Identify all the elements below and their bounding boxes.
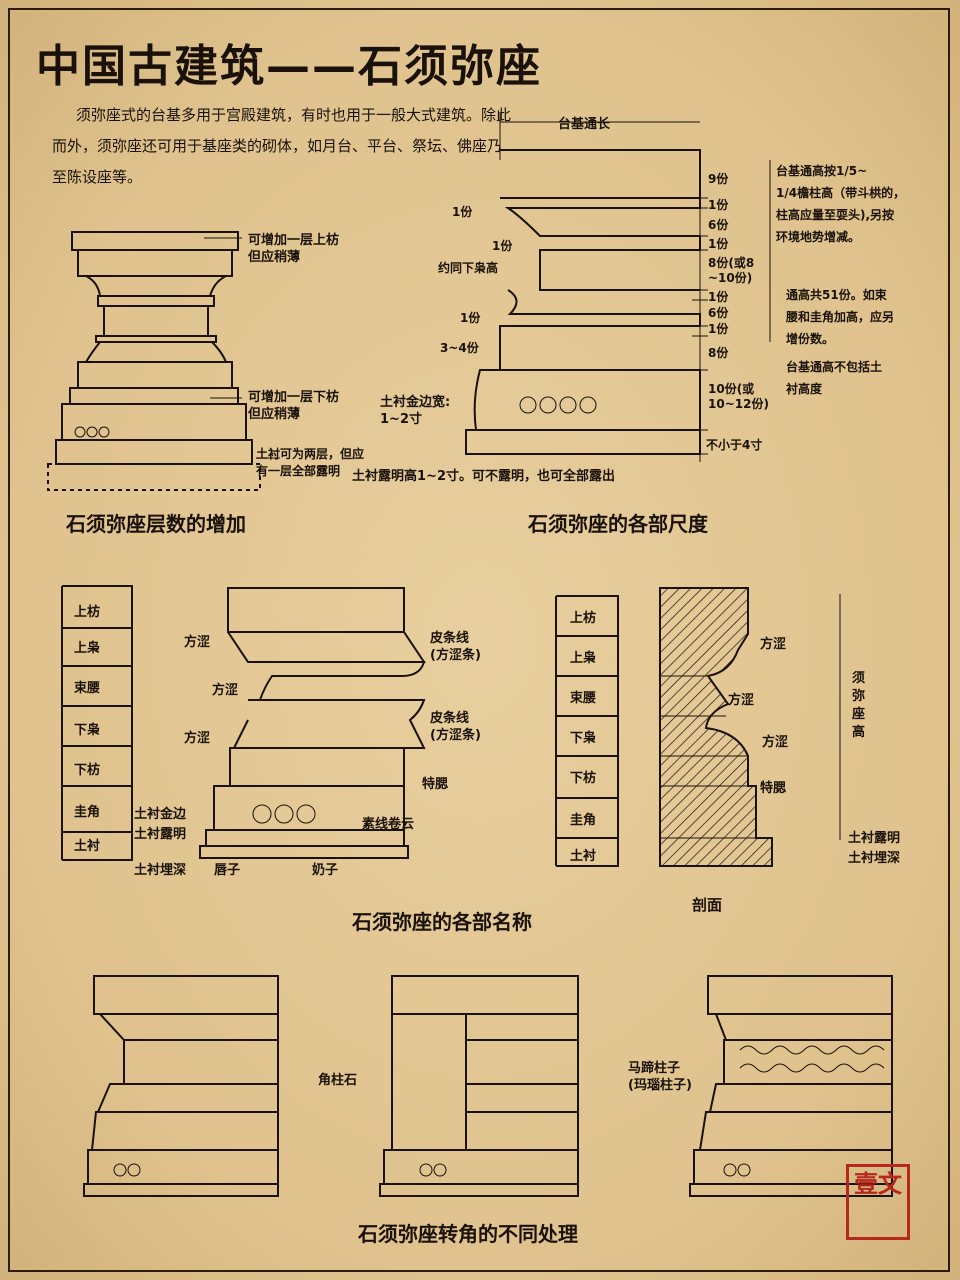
fig5-scroll-icons — [113, 1045, 885, 1177]
fig3-piaotiao-2: 皮条线 (方涩条) — [430, 711, 481, 743]
fig3-layer-label: 上枭 — [74, 641, 101, 656]
fig2-total-length: 台基通长 — [558, 117, 611, 132]
fig2-part-label: 不小于4寸 — [706, 438, 763, 452]
fig3-naizi: 奶子 — [312, 863, 339, 878]
poster-frame — [8, 8, 950, 1272]
fig1-elevation — [47, 231, 280, 491]
fig2-part-label: 9份 — [708, 172, 729, 186]
fig2-part-label: 8份(或8 ~10份) — [708, 256, 755, 285]
fig2-part-label: 1份 — [708, 290, 729, 304]
fig4-maishen: 土衬埋深 — [848, 851, 901, 866]
fig4-fangse-2: 方涩 — [728, 693, 755, 708]
fig1-label-lower: 可增加一层下枋 但应稍薄 — [248, 390, 340, 422]
fig3-piaotiao-1: 皮条线 (方涩条) — [430, 631, 481, 663]
fig2-elevation — [465, 112, 701, 462]
fig3-layer-label: 上枋 — [74, 605, 101, 620]
fig1-caption: 石须弥座层数的增加 — [66, 512, 246, 536]
fig3-layer-label: 下枭 — [74, 723, 101, 738]
fig5-jiaozhu: 角柱石 — [318, 1073, 358, 1088]
fig2-left-mark: 1份 — [460, 311, 481, 325]
fig2-left-mark: 3~4份 — [440, 341, 479, 355]
fig5-madi: 马蹄柱子 (玛瑙柱子) — [628, 1061, 692, 1093]
fig3-fangse-3: 方涩 — [184, 731, 211, 746]
fig2-tuchen-edge: 土衬金边宽: 1~2寸 — [380, 395, 451, 427]
fig4-layer-label: 土衬 — [570, 849, 597, 864]
artist-seal: 壹文 — [846, 1164, 910, 1240]
intro-paragraph: 须弥座式的台基多用于宫殿建筑，有时也用于一般大式建筑。除此而外，须弥座还可用于基… — [52, 106, 512, 186]
fig4-layer-label: 圭角 — [570, 813, 597, 828]
fig4-layer-label: 上枋 — [570, 611, 597, 626]
fig4-ladder — [555, 595, 619, 867]
fig4-fangse-1: 方涩 — [760, 637, 787, 652]
fig3-layer-label: 下枋 — [74, 763, 101, 778]
fig2-left-mark: 1份 — [452, 205, 473, 219]
fig3-caption: 石须弥座的各部名称 — [352, 910, 532, 934]
fig2-note-2: 通高共51份。如束 腰和圭角加高，应另 增份数。 — [786, 288, 895, 346]
fig4-layer-label: 束腰 — [570, 691, 597, 706]
fig3-tesai: 特腮 — [422, 777, 449, 792]
fig4-layer-label: 上枭 — [570, 651, 597, 666]
fig3-fangse-2: 方涩 — [212, 683, 239, 698]
fig3-fangse-1: 方涩 — [184, 635, 211, 650]
fig4-vertical-label: 须弥座高 — [852, 671, 866, 740]
fig2-part-label: 6份 — [708, 306, 729, 320]
seal-text: 壹文 — [854, 1170, 902, 1198]
fig4-fangse-3: 方涩 — [762, 735, 789, 750]
fig2-left-mark: 约同下枭高 — [438, 261, 499, 275]
fig3-scroll-icon — [252, 804, 316, 824]
fig5-panel-c — [689, 975, 893, 1197]
fig4-caption: 剖面 — [692, 896, 723, 914]
fig2-dimension-ticks — [692, 160, 771, 455]
fig1-scroll-icon — [74, 426, 110, 438]
fig2-scroll-icon — [519, 396, 597, 414]
fig4-section — [659, 587, 841, 867]
fig3-tuchen-maishen: 土衬埋深 — [134, 863, 187, 878]
intro-text: 须弥座式的台基多用于宫殿建筑，有时也用于一般大式建筑。除此而外，须弥座还可用于基… — [52, 100, 512, 193]
fig3-layer-label: 圭角 — [74, 805, 101, 820]
fig1-label-tuchen: 土衬可为两层，但应 有一层全部露明 — [256, 447, 365, 478]
fig2-part-label: 8份 — [708, 346, 729, 360]
fig3-ladder — [61, 585, 133, 861]
fig4-tesai: 特腮 — [760, 781, 787, 796]
fig2-part-label: 1份 — [708, 322, 729, 336]
fig5-panel-a — [83, 975, 279, 1197]
fig5-panel-b — [379, 975, 579, 1197]
fig1-label-upper: 可增加一层上枋 但应稍薄 — [248, 233, 340, 265]
fig3-layer-label: 土衬 — [74, 839, 101, 854]
fig3-tuchen-luming: 土衬露明 — [134, 827, 187, 842]
fig2-note-1: 台基通高按1/5~ 1/4檐柱高（带斗栱的， 柱高应量至耍头),另按 环境地势增… — [776, 164, 906, 244]
fig2-part-label: 10份(或 10~12份) — [708, 382, 769, 411]
fig2-part-label: 1份 — [708, 237, 729, 251]
fig2-left-mark: 1份 — [492, 239, 513, 253]
fig2-part-label: 6份 — [708, 218, 729, 232]
fig4-luming: 土衬露明 — [848, 831, 901, 846]
fig3-chunzi: 唇子 — [214, 863, 241, 878]
fig3-layer-label: 束腰 — [74, 681, 101, 696]
page-title: 中国古建筑——石须弥座 — [36, 41, 542, 92]
fig2-part-label: 1份 — [708, 198, 729, 212]
fig4-layer-label: 下枋 — [570, 771, 597, 786]
fig2-caption: 石须弥座的各部尺度 — [528, 512, 708, 536]
fig3-elevation — [199, 587, 426, 859]
fig5-caption: 石须弥座转角的不同处理 — [358, 1222, 578, 1246]
fig4-layer-label: 下枭 — [570, 731, 597, 746]
fig3-tuchen-jinbian: 土衬金边 — [134, 807, 187, 822]
fig2-tuchen-note: 土衬露明高1~2寸。可不露明，也可全部露出 — [352, 469, 615, 484]
fig2-note-3: 台基通高不包括土 衬高度 — [786, 360, 883, 396]
fig3-juanyun: 素线卷云 — [362, 817, 415, 832]
